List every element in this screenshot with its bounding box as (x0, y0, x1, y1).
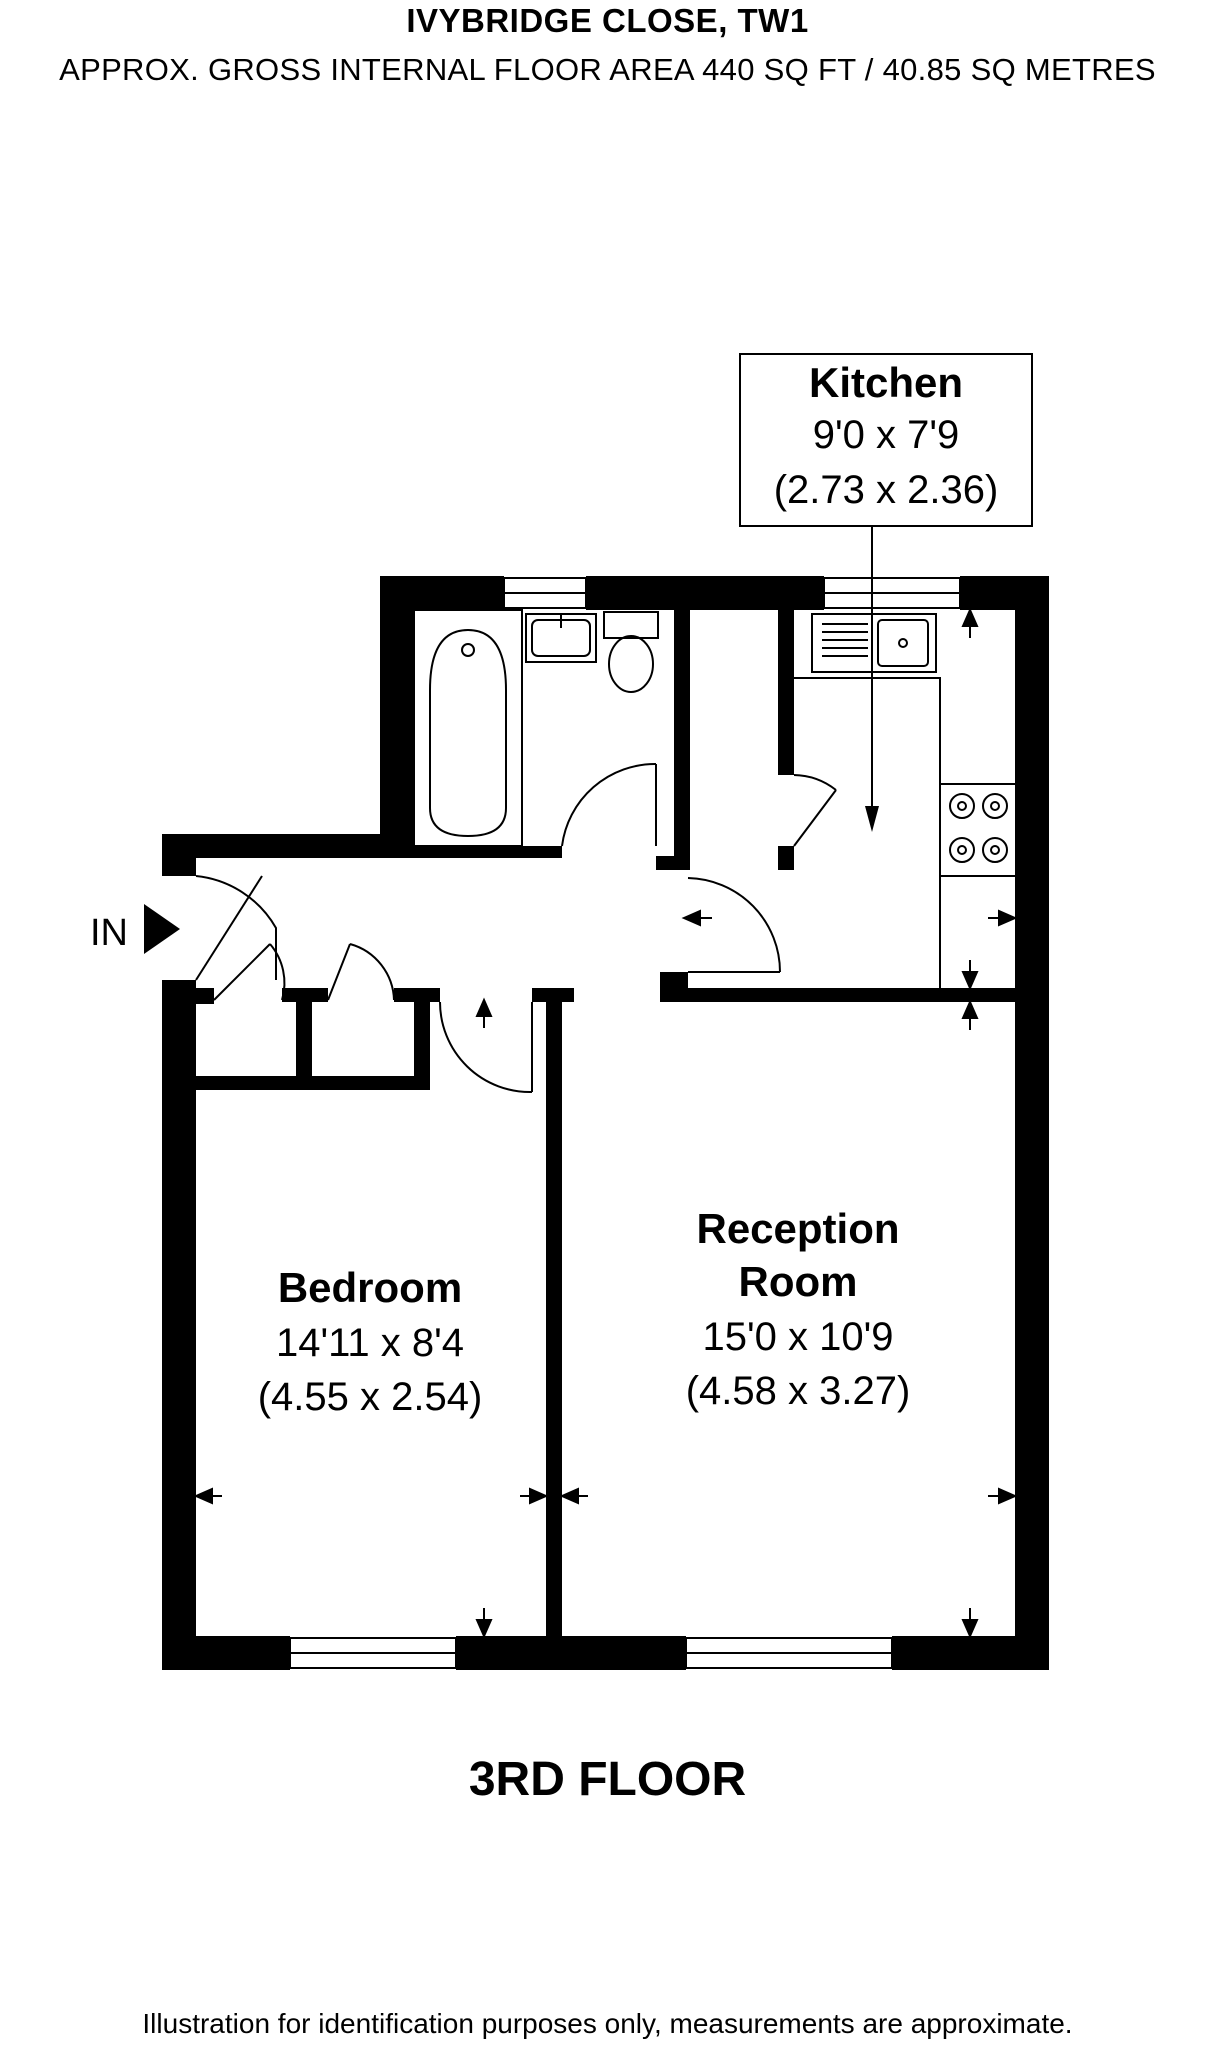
floor-area-subtitle: APPROX. GROSS INTERNAL FLOOR AREA 440 SQ… (59, 52, 1156, 87)
windows (289, 577, 961, 1669)
kitchen-dim-metric: (2.73 x 2.36) (774, 468, 999, 512)
property-title: IVYBRIDGE CLOSE, TW1 (406, 2, 809, 39)
entrance-label: IN (90, 912, 128, 954)
bathroom-fixtures (413, 609, 659, 847)
kitchen-sink (811, 613, 937, 673)
internal-walls (196, 610, 1015, 1638)
wc (603, 611, 659, 639)
reception-dim-imperial: 15'0 x 10'9 (703, 1315, 894, 1359)
entrance-arrow-icon (144, 904, 180, 954)
reception-name-line2: Room (739, 1258, 858, 1305)
kitchen-fixtures (794, 613, 1015, 988)
bath (413, 609, 523, 847)
disclaimer-text: Illustration for identification purposes… (142, 2008, 1073, 2039)
walls (162, 576, 1049, 1670)
bedroom-name: Bedroom (278, 1264, 462, 1311)
kitchen-callout (739, 353, 1033, 832)
reception-name-line1: Reception (696, 1205, 899, 1252)
bedroom-dim-metric: (4.55 x 2.54) (258, 1375, 483, 1419)
bedroom-dim-imperial: 14'11 x 8'4 (276, 1321, 464, 1365)
dimension-markers (193, 607, 1018, 1639)
hob-ring (949, 793, 975, 819)
doors (195, 762, 837, 1094)
kitchen-name: Kitchen (809, 359, 963, 406)
reception-dim-metric: (4.58 x 3.27) (686, 1369, 911, 1413)
kitchen-dim-imperial: 9'0 x 7'9 (813, 413, 959, 457)
floor-label: 3RD FLOOR (468, 1753, 747, 1806)
